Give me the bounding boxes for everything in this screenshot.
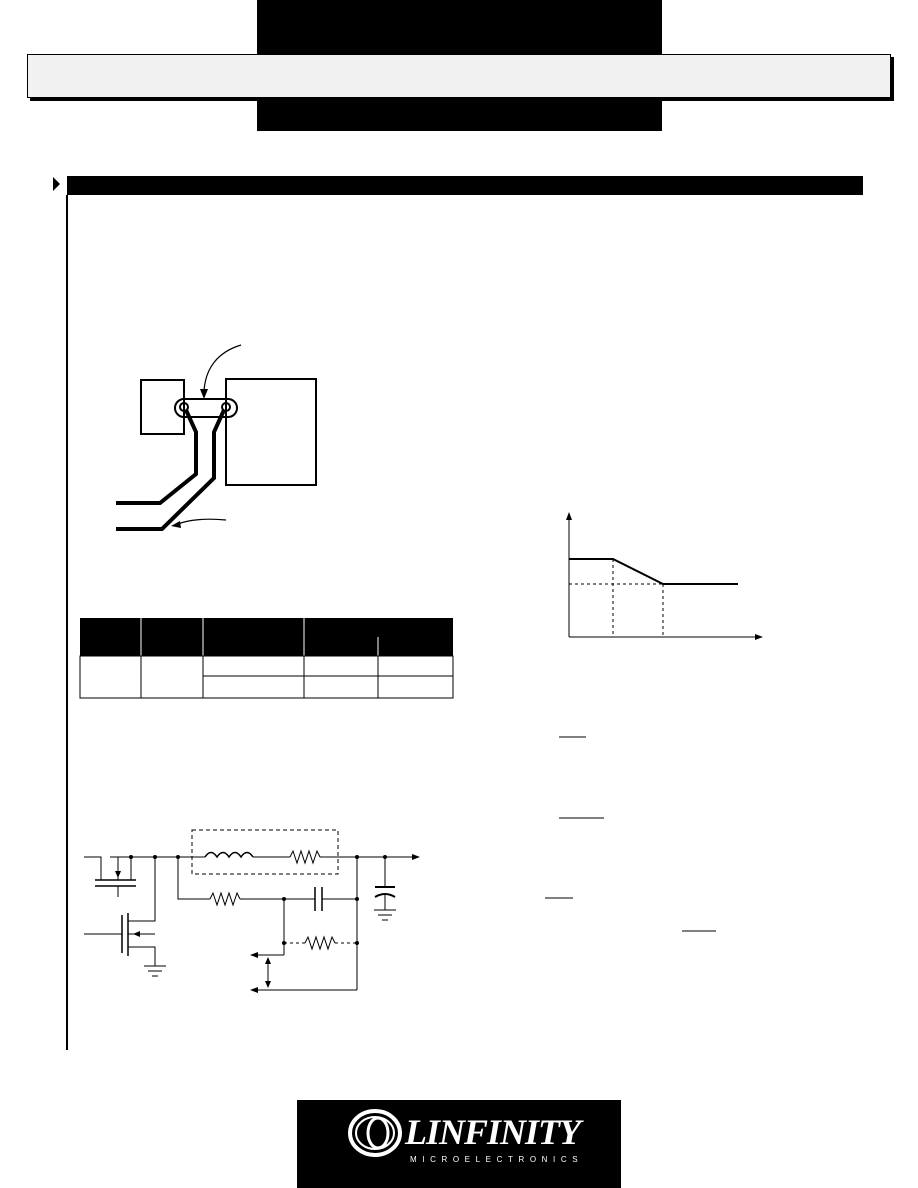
logo-wordmark: LINFINITY [405,1112,581,1152]
pad-left [140,379,185,435]
sense-arrow-icon [250,987,258,993]
voltage-arrow-icon [265,981,271,988]
node-dot [282,941,286,945]
section-arrow-icon [53,177,60,191]
resistor-icon [304,935,336,951]
title-band [27,54,891,98]
via-right [221,402,231,412]
inductor-icon [204,851,254,859]
via-left [179,402,189,412]
left-margin-rule [66,195,68,1050]
component-body [225,378,317,486]
y-axis-arrow-icon [566,512,572,520]
inductor-model-box [191,829,339,875]
resistor-icon [289,849,321,865]
table-body [79,655,454,699]
x-axis-arrow-icon [755,634,763,640]
callout-arrowhead-top [200,389,208,399]
mosfet-arrow-icon [133,931,140,937]
trace-lower [116,409,226,531]
wire [128,946,156,966]
sense-arrow-icon [250,952,258,958]
voltage-arrow-icon [265,957,271,964]
oval-pad [174,398,238,418]
node-dot [355,897,359,901]
logo-tagline: MICROELECTRONICS [410,1155,584,1164]
table-header-row [80,618,453,656]
header-bottom-tab [257,100,662,131]
section-heading-bar [67,176,863,195]
output-arrow-icon [412,854,420,860]
node-dot [153,855,157,859]
callout-arrowhead-bottom [171,521,181,528]
callout-line-top [203,344,242,393]
header-top-tab [257,0,662,54]
trace-upper [116,409,198,505]
callout-line-bottom [177,518,227,525]
wire [128,857,156,922]
resistor-icon [209,891,241,907]
mosfet-arrow-icon [115,871,121,878]
wire [84,856,102,880]
derating-curve [569,558,738,585]
node-dot [129,855,133,859]
node-dot [355,941,359,945]
wire [177,857,210,900]
node-dot [355,855,359,859]
